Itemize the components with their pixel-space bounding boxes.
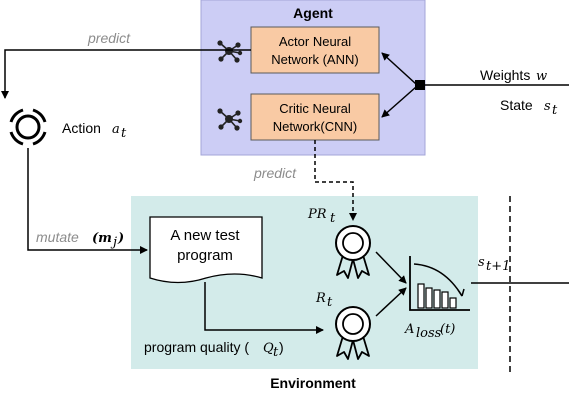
document-label-line2: program — [177, 247, 233, 264]
arrow-to-critic — [381, 86, 417, 118]
critic-network-label-line1: Critic Neural — [279, 101, 351, 116]
aloss-arg: (t) — [440, 322, 455, 337]
arrow-to-actor — [381, 52, 417, 85]
r-to-loss-edge — [375, 287, 407, 317]
r-var: R — [315, 291, 326, 306]
weights-var: w — [536, 69, 547, 84]
state-label: State — [500, 97, 533, 113]
document-icon — [149, 216, 263, 284]
mutate-close: ) — [117, 231, 124, 246]
predict-critic-edge — [314, 140, 357, 221]
next-state-var: s — [478, 255, 485, 270]
mutate-label: mutate — [36, 229, 79, 245]
predict-mid-label: predict — [253, 165, 297, 181]
award-icon — [335, 306, 371, 360]
environment-title: Environment — [270, 375, 356, 391]
loss-chart-icon — [409, 256, 470, 311]
critic-network-label-line2: Network(CNN) — [273, 119, 358, 134]
actor-network-box — [250, 26, 380, 74]
action-var: a — [112, 122, 120, 137]
award-icon — [335, 225, 371, 279]
predict-actor-edge — [1, 49, 251, 99]
quality-edge — [204, 282, 324, 334]
next-state-sub: t+1 — [486, 259, 510, 274]
quality-sub: t — [273, 345, 279, 360]
predict-top-label: predict — [87, 30, 131, 46]
pr-to-loss-edge — [375, 251, 407, 284]
aloss-var: A — [404, 322, 414, 337]
pr-var: PR — [307, 207, 327, 222]
agent-title: Agent — [293, 5, 333, 21]
mutate-sub: j — [110, 235, 117, 250]
action-label: Action — [62, 120, 101, 136]
state-sub: t — [552, 103, 558, 118]
r-sub: t — [327, 295, 333, 310]
state-var: s — [544, 99, 551, 114]
weights-label: Weights — [480, 67, 530, 83]
aloss-sub: loss — [416, 326, 442, 341]
action-sub: t — [121, 126, 127, 141]
mutate-edge — [27, 148, 148, 254]
actor-network-label-line2: Network (ANN) — [271, 52, 358, 67]
input-junction — [415, 80, 425, 90]
network-icon — [217, 108, 243, 131]
pr-sub: t — [330, 211, 336, 226]
mutate-var: (m — [92, 231, 112, 246]
actor-network-label-line1: Actor Neural — [279, 34, 351, 49]
document-label-line1: A new test — [170, 227, 240, 244]
quality-var: Q — [263, 341, 274, 356]
quality-label: program quality ( — [144, 339, 249, 355]
target-icon — [9, 108, 47, 146]
quality-close: ) — [279, 339, 284, 355]
